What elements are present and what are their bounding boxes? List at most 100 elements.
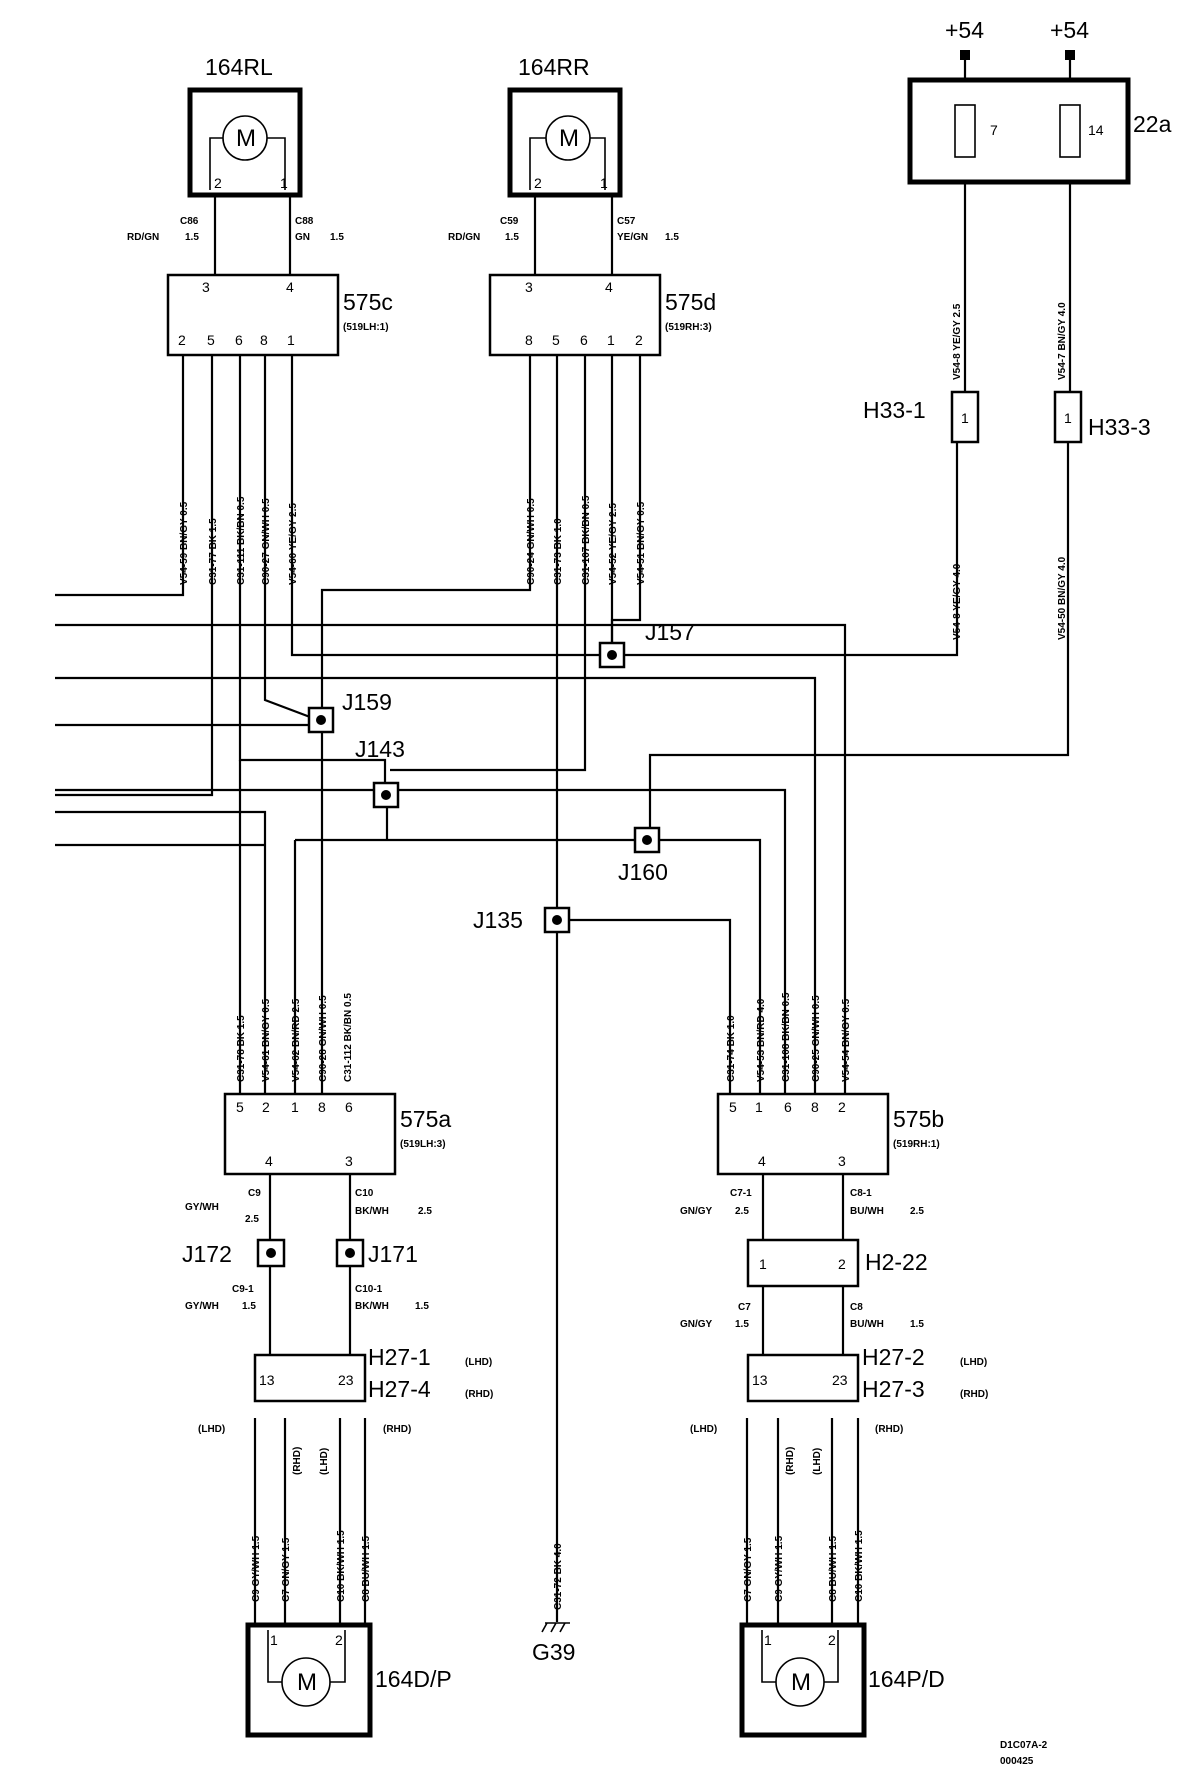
svg-text:BU/WH: BU/WH bbox=[850, 1206, 884, 1217]
svg-text:GN: GN bbox=[295, 232, 310, 243]
svg-text:1: 1 bbox=[600, 175, 608, 191]
svg-text:2: 2 bbox=[828, 1632, 836, 1648]
svg-text:23: 23 bbox=[832, 1372, 848, 1388]
svg-text:C31-111 BK/BN 0.5: C31-111 BK/BN 0.5 bbox=[236, 496, 247, 585]
supply-right-label: +54 bbox=[1050, 17, 1089, 43]
svg-text:2: 2 bbox=[534, 175, 542, 191]
connector-h33-1: 1 H33-1 bbox=[863, 390, 980, 444]
svg-text:1.5: 1.5 bbox=[242, 1301, 256, 1312]
svg-text:C9 GY/WH 1.5: C9 GY/WH 1.5 bbox=[774, 1535, 785, 1602]
svg-text:V54-60 YE/GY 2.5: V54-60 YE/GY 2.5 bbox=[288, 503, 299, 585]
connector-h27-2: 13 23 H27-2 (LHD) H27-3 (RHD) bbox=[746, 1344, 988, 1403]
top-wire-labels: C86 RD/GN 1.5 C88 GN 1.5 C59 RD/GN 1.5 C… bbox=[127, 216, 679, 243]
wire-labels-575d: C90-24 GN/WH 0.5 C31-73 BK 1.0 C31-107 B… bbox=[526, 495, 647, 585]
svg-text:V54-50 BN/GY 4.0: V54-50 BN/GY 4.0 bbox=[1057, 556, 1068, 640]
svg-text:C90-27 GN/WH 0.5: C90-27 GN/WH 0.5 bbox=[261, 498, 272, 585]
svg-text:1: 1 bbox=[759, 1256, 767, 1272]
splice-j159: J159 bbox=[307, 689, 392, 734]
svg-text:V54-59 BN/GY 0.5: V54-59 BN/GY 0.5 bbox=[179, 501, 190, 585]
svg-text:2: 2 bbox=[214, 175, 222, 191]
svg-text:J157: J157 bbox=[645, 619, 695, 645]
svg-text:5: 5 bbox=[552, 332, 560, 348]
svg-text:4: 4 bbox=[758, 1153, 766, 1169]
svg-text:M: M bbox=[236, 125, 256, 152]
svg-text:(519LH:3): (519LH:3) bbox=[400, 1139, 446, 1150]
svg-text:D1C07A-2: D1C07A-2 bbox=[1000, 1740, 1048, 1751]
terminal-icon bbox=[960, 50, 970, 60]
footer-code: D1C07A-2 000425 bbox=[1000, 1740, 1048, 1767]
connector-h33-3: 1 H33-3 bbox=[1053, 390, 1151, 444]
svg-text:C31-112 BK/BN 0.5: C31-112 BK/BN 0.5 bbox=[343, 993, 354, 1082]
motor-164dp: M 1 2 164D/P bbox=[245, 1622, 452, 1738]
svg-text:1.5: 1.5 bbox=[505, 232, 519, 243]
svg-text:C7 GN/GY 1.5: C7 GN/GY 1.5 bbox=[743, 1537, 754, 1602]
svg-text:C31-73 BK 1.0: C31-73 BK 1.0 bbox=[553, 518, 564, 585]
svg-text:(LHD): (LHD) bbox=[812, 1448, 823, 1475]
svg-text:V54-61 BN/GY 0.5: V54-61 BN/GY 0.5 bbox=[261, 998, 272, 1082]
svg-text:J159: J159 bbox=[342, 689, 392, 715]
svg-text:M: M bbox=[297, 1669, 317, 1696]
svg-text:C10 BK/WH 1.5: C10 BK/WH 1.5 bbox=[854, 1530, 865, 1602]
svg-text:C10 BK/WH 1.5: C10 BK/WH 1.5 bbox=[336, 1530, 347, 1602]
svg-text:RD/GN: RD/GN bbox=[448, 232, 480, 243]
svg-text:GY/WH: GY/WH bbox=[185, 1301, 219, 1312]
svg-text:1: 1 bbox=[755, 1099, 763, 1115]
svg-text:V54-8 YE/GY 2.5: V54-8 YE/GY 2.5 bbox=[952, 303, 963, 380]
svg-text:2.5: 2.5 bbox=[735, 1206, 749, 1217]
motor-164rr: M 2 1 164RR bbox=[507, 54, 623, 198]
svg-text:2: 2 bbox=[178, 332, 186, 348]
module-575b-label: 575b bbox=[893, 1106, 944, 1132]
fusebox-label: 22a bbox=[1133, 111, 1172, 137]
svg-text:6: 6 bbox=[345, 1099, 353, 1115]
svg-text:C10-1: C10-1 bbox=[355, 1284, 383, 1295]
svg-text:8: 8 bbox=[260, 332, 268, 348]
svg-text:C90-25 GN/WH 0.5: C90-25 GN/WH 0.5 bbox=[811, 995, 822, 1082]
svg-text:C7: C7 bbox=[738, 1302, 751, 1313]
hand-markers: (LHD) (RHD) (RHD) (LHD) (LHD) (RHD) (RHD… bbox=[198, 1424, 903, 1475]
svg-text:2.5: 2.5 bbox=[245, 1214, 259, 1225]
wire-labels-575b: C31-74 BK 1.0 V54-53 BN/RD 4.0 C31-108 B… bbox=[726, 992, 852, 1082]
svg-text:6: 6 bbox=[784, 1099, 792, 1115]
svg-text:V54-52 YE/GY 2.5: V54-52 YE/GY 2.5 bbox=[608, 503, 619, 585]
svg-text:GN/GY: GN/GY bbox=[680, 1319, 713, 1330]
svg-text:1: 1 bbox=[607, 332, 615, 348]
svg-text:4: 4 bbox=[286, 279, 294, 295]
svg-text:C9 GY/WH 1.5: C9 GY/WH 1.5 bbox=[251, 1535, 262, 1602]
svg-text:(RHD): (RHD) bbox=[383, 1424, 411, 1435]
svg-text:J135: J135 bbox=[473, 907, 523, 933]
svg-text:(LHD): (LHD) bbox=[319, 1448, 330, 1475]
module-575d-label: 575d bbox=[665, 289, 716, 315]
lower-wire-labels: C9 GY/WH 2.5 C10 BK/WH 2.5 C9-1 GY/WH 1.… bbox=[185, 1188, 924, 1330]
supply-left-label: +54 bbox=[945, 17, 984, 43]
svg-text:C8 BU/WH 1.5: C8 BU/WH 1.5 bbox=[828, 1535, 839, 1602]
svg-text:1: 1 bbox=[764, 1632, 772, 1648]
svg-text:(519LH:1): (519LH:1) bbox=[343, 322, 389, 333]
fuse-7-label: 7 bbox=[990, 122, 998, 138]
motor-164pd: M 1 2 164P/D bbox=[739, 1622, 945, 1738]
svg-text:4: 4 bbox=[605, 279, 613, 295]
svg-text:BK/WH: BK/WH bbox=[355, 1206, 389, 1217]
svg-text:C31-108 BK/BN 0.5: C31-108 BK/BN 0.5 bbox=[781, 992, 792, 1082]
svg-text:H27-1: H27-1 bbox=[368, 1344, 431, 1370]
svg-text:C90-28 GN/WH 0.5: C90-28 GN/WH 0.5 bbox=[318, 995, 329, 1082]
motor-164dp-label: 164D/P bbox=[375, 1666, 452, 1692]
svg-text:J172: J172 bbox=[182, 1241, 232, 1267]
svg-text:8: 8 bbox=[811, 1099, 819, 1115]
svg-text:000425: 000425 bbox=[1000, 1756, 1034, 1767]
svg-text:M: M bbox=[791, 1669, 811, 1696]
module-575d: 3 4 8 5 6 1 2 575d (519RH:3) bbox=[488, 273, 716, 357]
module-575b: 5 1 6 8 2 4 3 575b (519RH:1) bbox=[716, 1092, 944, 1176]
svg-text:RD/GN: RD/GN bbox=[127, 232, 159, 243]
svg-text:C9: C9 bbox=[248, 1188, 261, 1199]
svg-text:V54-7 BN/GY 4.0: V54-7 BN/GY 4.0 bbox=[1057, 302, 1068, 380]
svg-text:H33-1: H33-1 bbox=[863, 397, 926, 423]
svg-text:1: 1 bbox=[1064, 410, 1072, 426]
svg-text:(519RH:1): (519RH:1) bbox=[893, 1139, 940, 1150]
svg-text:H27-3: H27-3 bbox=[862, 1376, 925, 1402]
svg-text:(519RH:3): (519RH:3) bbox=[665, 322, 712, 333]
svg-text:3: 3 bbox=[838, 1153, 846, 1169]
svg-text:2: 2 bbox=[838, 1256, 846, 1272]
svg-text:23: 23 bbox=[338, 1372, 354, 1388]
svg-text:J171: J171 bbox=[368, 1241, 418, 1267]
